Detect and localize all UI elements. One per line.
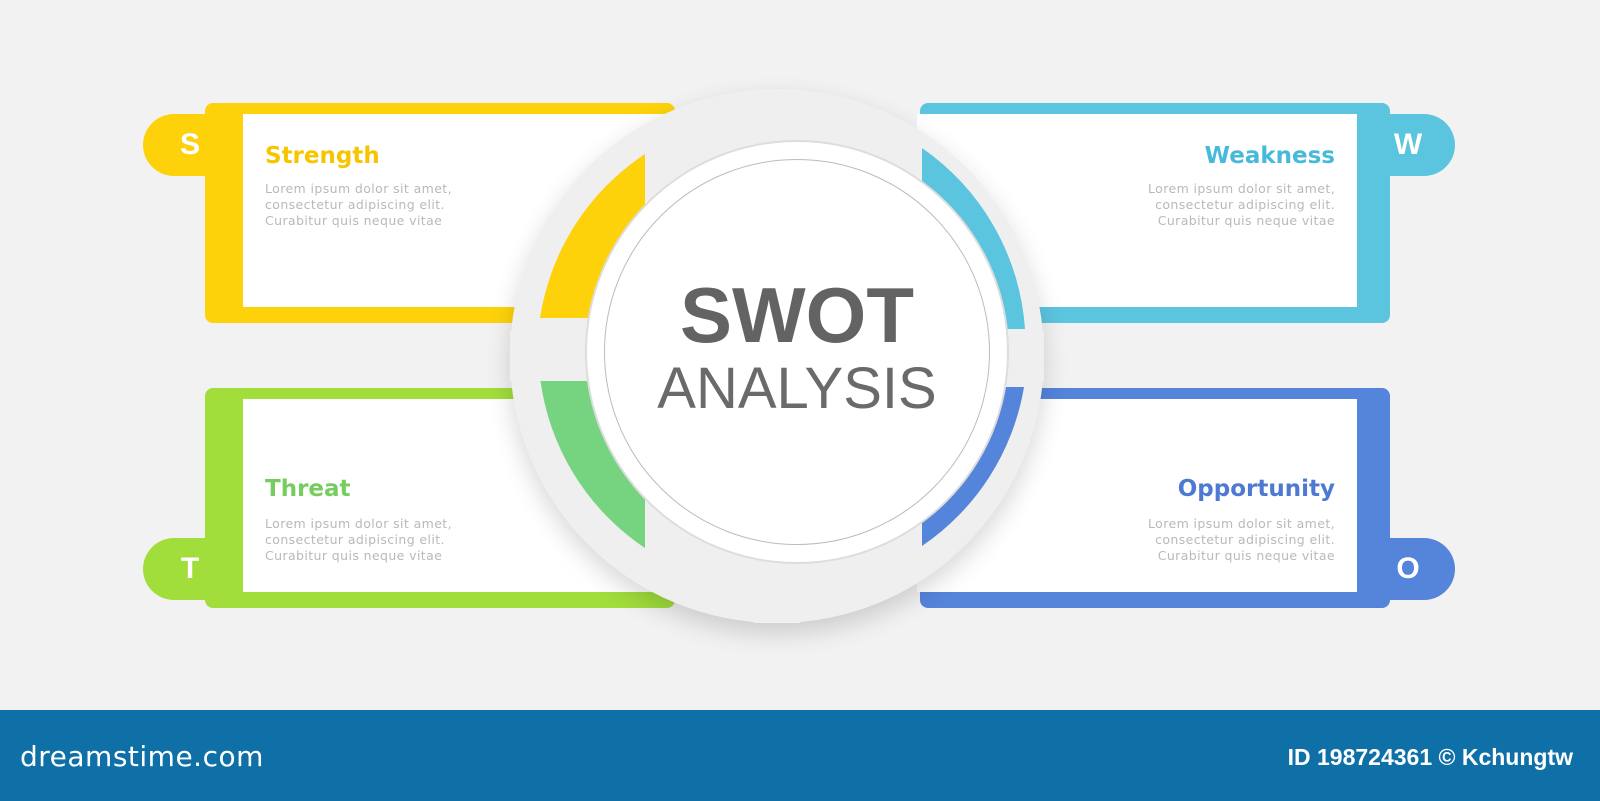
footer-logo[interactable]: dreamstime.com: [20, 740, 264, 773]
opportunity-line-2: consectetur adipiscing elit.: [1155, 532, 1335, 547]
weakness-letter: W: [1393, 128, 1423, 161]
strength-text: Lorem ipsum dolor sit amet, consectetur …: [265, 181, 495, 229]
weakness-line-1: Lorem ipsum dolor sit amet,: [1148, 181, 1335, 196]
opportunity-letter: O: [1396, 552, 1420, 585]
strength-letter: S: [179, 128, 200, 161]
swot-diagram: S Strength Lorem ipsum dolor sit amet, c…: [143, 103, 1455, 608]
strength-title: Strength: [265, 143, 380, 169]
opportunity-line-1: Lorem ipsum dolor sit amet,: [1148, 516, 1335, 531]
diagram-subtitle: ANALYSIS: [657, 356, 937, 421]
threat-line-3: Curabitur quis neque vitae: [265, 548, 443, 563]
strength-line-2: consectetur adipiscing elit.: [265, 197, 445, 212]
opportunity-text: Lorem ipsum dolor sit amet, consectetur …: [1105, 516, 1335, 564]
weakness-text: Lorem ipsum dolor sit amet, consectetur …: [1105, 181, 1335, 229]
opportunity-title: Opportunity: [1177, 476, 1335, 502]
strength-arc: [540, 154, 645, 318]
footer-bar: dreamstime.com ID 198724361 © Kchungtw: [0, 710, 1600, 801]
threat-text: Lorem ipsum dolor sit amet, consectetur …: [265, 516, 495, 564]
strength-line-3: Curabitur quis neque vitae: [265, 213, 443, 228]
weakness-line-3: Curabitur quis neque vitae: [1157, 213, 1335, 228]
threat-arc: [540, 377, 645, 548]
threat-letter: T: [180, 552, 200, 585]
weakness-line-2: consectetur adipiscing elit.: [1155, 197, 1335, 212]
opportunity-line-3: Curabitur quis neque vitae: [1157, 548, 1335, 563]
strength-line-1: Lorem ipsum dolor sit amet,: [265, 181, 452, 196]
threat-title: Threat: [265, 476, 351, 502]
weakness-title: Weakness: [1204, 143, 1335, 169]
threat-line-2: consectetur adipiscing elit.: [265, 532, 445, 547]
diagram-title: SWOT: [680, 271, 914, 359]
center-circle-outline: [604, 159, 990, 545]
threat-line-1: Lorem ipsum dolor sit amet,: [265, 516, 452, 531]
footer-credit: ID 198724361 © Kchungtw: [1287, 744, 1573, 770]
